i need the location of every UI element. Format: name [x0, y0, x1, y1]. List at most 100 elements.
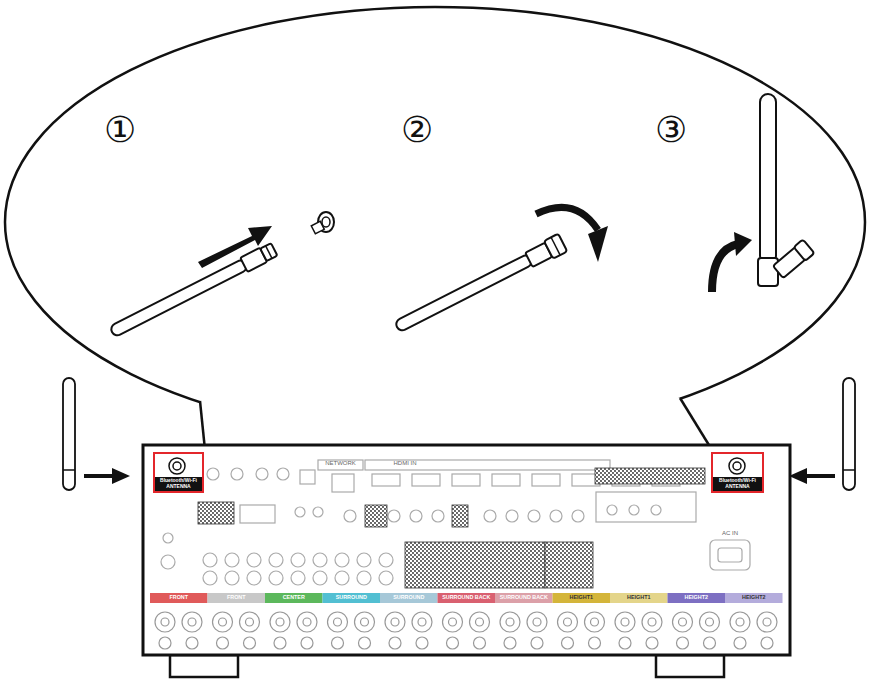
- drawing-part: [531, 637, 543, 649]
- callout-number: ③: [655, 110, 687, 150]
- drawing-part: [63, 469, 75, 471]
- drawing-part: [361, 618, 369, 626]
- drawing-part: [63, 378, 75, 490]
- drawing-part: [225, 553, 239, 567]
- drawing-part: [334, 618, 342, 626]
- drawing-part: [344, 510, 356, 522]
- drawing-part: [757, 612, 777, 632]
- drawing-part: [588, 226, 608, 262]
- drawing-part: [438, 593, 496, 603]
- drawing-part: [332, 637, 344, 649]
- drawing-part: [725, 593, 783, 603]
- drawing-part: [112, 468, 130, 484]
- drawing-part: [170, 655, 238, 677]
- drawing-part: [247, 571, 261, 585]
- antenna-step-3: [758, 94, 814, 286]
- drawing-part: [418, 618, 426, 626]
- antenna-step-1: [108, 242, 277, 339]
- drawing-part: [225, 571, 239, 585]
- drawing-part: [231, 468, 243, 480]
- drawing-part: [500, 612, 520, 632]
- drawing-part: [589, 637, 601, 649]
- drawing-part: [572, 510, 584, 522]
- drawing-part: [365, 505, 387, 527]
- drawing-part: [452, 505, 468, 527]
- drawing-part: [143, 445, 790, 655]
- drawing-part: [506, 510, 518, 522]
- drawing-part: [169, 458, 185, 474]
- drawing-part: [527, 612, 547, 632]
- drawing-part: [673, 612, 693, 632]
- drawing-part: [679, 618, 687, 626]
- terminal-label: Bluetooth/Wi-Fi ANTENNA: [155, 477, 202, 491]
- drawing-part: [291, 553, 305, 567]
- drawing-part: [718, 548, 742, 562]
- drawing-part: [163, 533, 173, 543]
- drawing-part: [656, 655, 724, 677]
- drawing-part: [648, 618, 656, 626]
- speaker-band-label: FRONT: [208, 595, 266, 601]
- drawing-part: [474, 637, 486, 649]
- drawing-part: [470, 612, 490, 632]
- drawing-part: [335, 571, 349, 585]
- drawing-part: [730, 612, 750, 632]
- turn-arrow: [536, 207, 608, 262]
- drawing-part: [706, 618, 714, 626]
- drawing-part: [240, 505, 275, 523]
- drawing-part: [322, 217, 330, 227]
- drawing-part: [536, 207, 598, 230]
- terminal-label: Bluetooth/Wi-Fi ANTENNA: [713, 477, 762, 491]
- drawing-part: [591, 618, 599, 626]
- drawing-part: [412, 612, 432, 632]
- drawing-part: [595, 468, 705, 484]
- drawing-part: [84, 474, 114, 478]
- drawing-part: [619, 637, 631, 649]
- drawing-part: [365, 460, 610, 470]
- drawing-part: [357, 571, 371, 585]
- drawing-part: [240, 612, 260, 632]
- drawing-part: [359, 637, 371, 649]
- drawing-part: [607, 505, 617, 515]
- drawing-part: [159, 637, 171, 649]
- drawing-part: [357, 553, 371, 567]
- speaker-terminals: [155, 612, 777, 649]
- drawing-part: [772, 239, 814, 279]
- speaker-band-label: SURROUND BACK: [438, 595, 496, 601]
- drawing-part: [318, 460, 363, 470]
- speaker-band-label: CENTER: [265, 595, 323, 601]
- drawing-part: [416, 637, 428, 649]
- drawing-part: [150, 593, 208, 603]
- drawing-part: [651, 505, 661, 515]
- drawing-part: [558, 612, 578, 632]
- drawing-part: [208, 593, 266, 603]
- drawing-part: [301, 637, 313, 649]
- drawing-part: [380, 593, 438, 603]
- drawing-part: [410, 510, 422, 522]
- antenna-connector: [311, 212, 334, 234]
- drawing-part: [313, 507, 323, 517]
- drawing-part: [432, 510, 444, 522]
- speaker-band-label: HEIGHT1: [553, 595, 611, 601]
- drawing-part: [405, 542, 545, 588]
- drawing-part: [528, 510, 540, 522]
- drawing-part: [447, 637, 459, 649]
- drawing-part: [677, 637, 689, 649]
- drawing-part: [313, 571, 327, 585]
- drawing-part: [266, 246, 272, 258]
- drawing-part: [200, 401, 205, 450]
- drawing-part: [668, 593, 726, 603]
- drawing-part: [265, 593, 323, 603]
- drawing-part: [495, 593, 553, 603]
- drawing-part: [734, 232, 752, 256]
- drawing-part: [789, 468, 807, 484]
- drawing-part: [492, 474, 520, 486]
- drawing-part: [269, 553, 283, 567]
- drawing-part: [335, 553, 349, 567]
- drawing-part: [484, 510, 496, 522]
- drawing-part: [274, 637, 286, 649]
- drawing-part: [733, 462, 741, 470]
- drawing-part: [615, 612, 635, 632]
- drawing-part: [247, 553, 261, 567]
- raise-arrow: [712, 232, 752, 292]
